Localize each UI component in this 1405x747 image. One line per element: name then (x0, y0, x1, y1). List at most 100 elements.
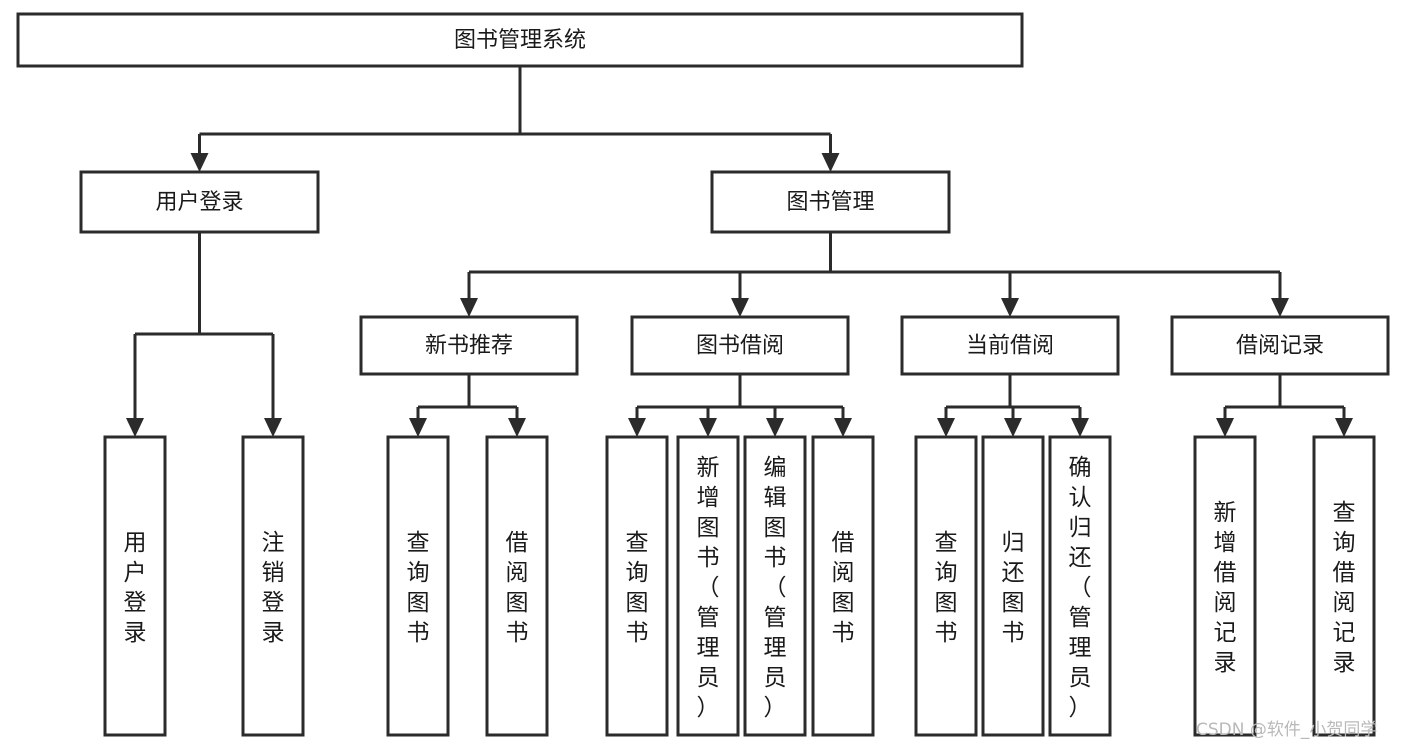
node-label-char: 录 (1214, 650, 1237, 676)
node-user-login[interactable]: 用户登录 (79, 170, 320, 234)
node-label-char: 归 (1002, 530, 1025, 556)
arrow-head (821, 153, 840, 172)
node-label-char: 记 (1333, 620, 1356, 646)
node-rect (914, 435, 978, 737)
node-label-char: 员 (1069, 665, 1092, 691)
node-book-manage[interactable]: 图书管理 (710, 170, 951, 234)
node-leaf-query-book-recommend[interactable]: 查询图书查询图书 (386, 435, 450, 737)
node-rect (900, 315, 1120, 376)
node-label-char: 增 (697, 485, 720, 511)
node-label-char: 录 (1333, 650, 1356, 676)
node-leaf-query-borrow-record[interactable]: 查询借阅记录查询借阅记录 (1312, 435, 1376, 737)
node-leaf-logout[interactable]: 注销登录注销登录 (241, 435, 305, 737)
node-label-char: 阅 (506, 560, 529, 586)
arrow-head (834, 418, 852, 437)
node-label-char: 图 (407, 590, 430, 616)
node-label-char: 还 (1002, 560, 1025, 586)
node-rect (1193, 435, 1257, 737)
node-label-char: 借 (832, 530, 855, 556)
node-label-char: （ (764, 575, 787, 601)
node-label-char: 图 (1002, 590, 1025, 616)
node-label: 新书推荐 (425, 334, 513, 359)
arrow-head (731, 298, 749, 317)
node-borrow-record[interactable]: 借阅记录 (1170, 315, 1390, 376)
node-leaf-user-login[interactable]: 用户登录用户登录 (103, 435, 167, 737)
node-leaf-query-book-current[interactable]: 查询图书查询图书 (914, 435, 978, 737)
node-label-char: 询 (407, 560, 430, 586)
node-new-book-recommend[interactable]: 新书推荐 (359, 315, 579, 376)
node-rect (386, 435, 450, 737)
node-label-char: 查 (1333, 500, 1356, 526)
connector-edges (126, 66, 1353, 437)
node-label-char: 询 (626, 560, 649, 586)
node-label-char: 确 (1069, 455, 1092, 481)
arrow-head (937, 418, 955, 437)
node-rect (1312, 435, 1376, 737)
node-current-borrow[interactable]: 当前借阅 (900, 315, 1120, 376)
node-rect (1048, 435, 1112, 737)
node-label-char: 阅 (832, 560, 855, 586)
node-label-char: 询 (1333, 530, 1356, 556)
node-leaf-borrow-book-recommend[interactable]: 借阅图书借阅图书 (485, 435, 549, 737)
node-label-char: 还 (1069, 545, 1092, 571)
arrow-head (1004, 418, 1022, 437)
arrow-head (1001, 298, 1019, 317)
node-label-char: 书 (506, 620, 529, 646)
node-label-char: 理 (697, 635, 720, 661)
node-label-char: 书 (626, 620, 649, 646)
node-label-char: 借 (506, 530, 529, 556)
node-label-char: 借 (1333, 560, 1356, 586)
node-leaf-query-book[interactable]: 查询图书查询图书 (605, 435, 669, 737)
node-rect (710, 170, 951, 234)
node-label-char: 询 (935, 560, 958, 586)
node-label-char: 图 (764, 515, 787, 541)
node-label-char: 查 (407, 530, 430, 556)
node-label-char: （ (1069, 575, 1092, 601)
node-label-char: 编 (764, 455, 787, 481)
node-label-char: 登 (124, 590, 147, 616)
node-label-char: 员 (764, 665, 787, 691)
arrow-head (1071, 418, 1089, 437)
node-label-char: 查 (626, 530, 649, 556)
node-label-char: 书 (407, 620, 430, 646)
node-leaf-borrow-book[interactable]: 借阅图书借阅图书 (811, 435, 875, 737)
arrow-head (126, 418, 144, 437)
node-rect (103, 435, 167, 737)
node-rect (605, 435, 669, 737)
arrow-head (264, 418, 282, 437)
arrow-head (190, 153, 209, 172)
arrow-head (1335, 418, 1353, 437)
arrow-head (766, 418, 784, 437)
node-leaf-return-book[interactable]: 归还图书归还图书 (981, 435, 1045, 737)
arrow-head (508, 418, 526, 437)
node-label-char: 管 (764, 605, 787, 631)
node-label: 当前借阅 (966, 334, 1054, 359)
node-label: 借阅记录 (1236, 334, 1324, 359)
arrow-head (460, 298, 478, 317)
node-rect (241, 435, 305, 737)
node-rect (676, 435, 740, 737)
node-label: 图书管理系统 (454, 28, 586, 53)
arrow-head (1271, 298, 1289, 317)
node-label-char: 注 (262, 530, 285, 556)
node-label-char: 理 (764, 635, 787, 661)
node-label-char: 录 (262, 620, 285, 646)
arrow-head (699, 418, 717, 437)
node-rect (1170, 315, 1390, 376)
node-root[interactable]: 图书管理系统 (16, 12, 1024, 68)
node-rect (981, 435, 1045, 737)
node-rect (359, 315, 579, 376)
node-label-char: 认 (1069, 485, 1092, 511)
node-label-char: 归 (1069, 515, 1092, 541)
node-label-char: 销 (262, 560, 285, 586)
node-book-borrow[interactable]: 图书借阅 (630, 315, 850, 376)
node-label-char: 记 (1214, 620, 1237, 646)
node-leaf-add-borrow-record[interactable]: 新增借阅记录新增借阅记录 (1193, 435, 1257, 737)
node-boxes: 图书管理系统用户登录图书管理新书推荐图书借阅当前借阅借阅记录用户登录用户登录注销… (16, 12, 1390, 737)
node-label-char: 登 (262, 590, 285, 616)
